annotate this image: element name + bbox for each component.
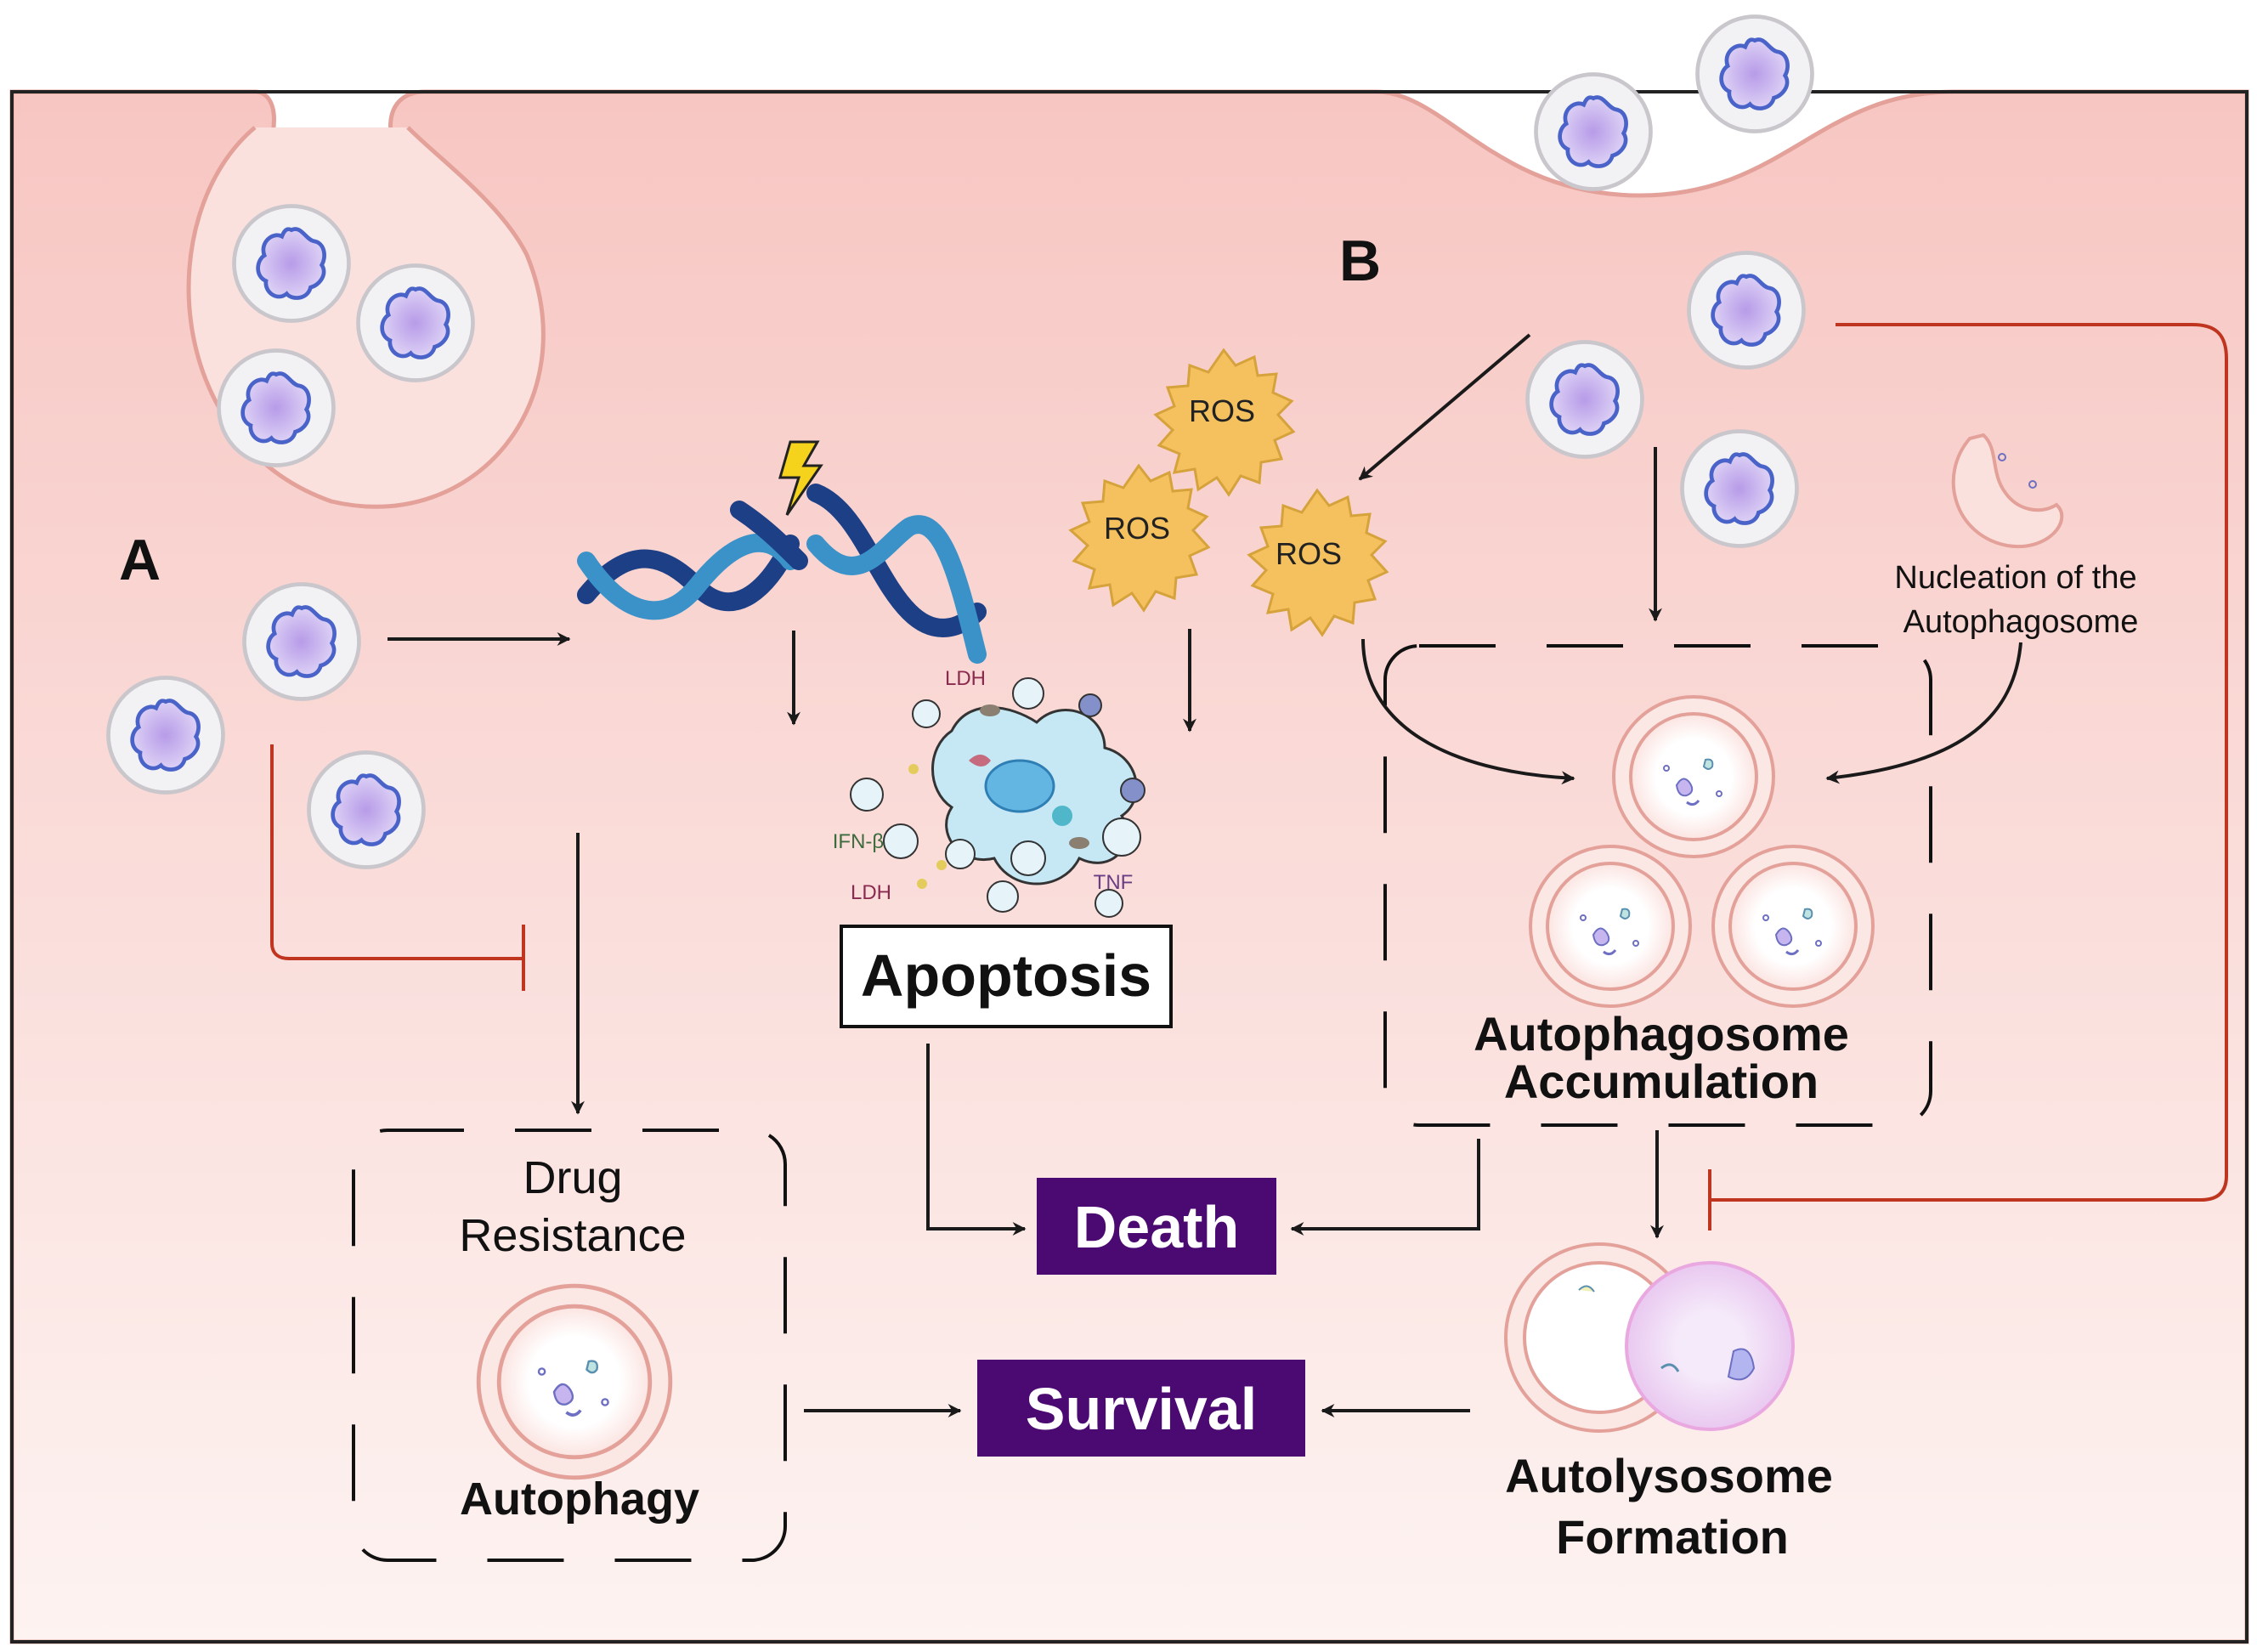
ldh-label: LDH <box>851 881 891 904</box>
exosome <box>1689 253 1804 368</box>
cargo-dot <box>2028 480 2037 489</box>
exosome <box>1683 432 1797 546</box>
accumulation-label: Accumulation <box>1504 1055 1819 1108</box>
apoptosis-box <box>840 925 1173 1028</box>
accumulation-label: Autophagosome <box>1474 1007 1849 1061</box>
autolysosome <box>1504 1242 1795 1433</box>
exosome <box>309 753 424 868</box>
exosome <box>235 206 349 321</box>
arrow-accumulation-to-death <box>1290 1139 1480 1236</box>
drug-resistance-label: Resistance <box>459 1210 686 1261</box>
exosome <box>1698 17 1813 132</box>
ldh-label: LDH <box>945 667 986 690</box>
panel-label-b: B <box>1339 229 1381 293</box>
death-box <box>1037 1178 1276 1275</box>
ifn-beta-label: IFN-β <box>833 830 884 853</box>
arrow-ros-to-autophagosome <box>1361 638 1575 785</box>
ros-label: ROS <box>1104 511 1170 546</box>
dna-double-helix <box>577 484 987 664</box>
exosome <box>245 585 359 699</box>
nucleation-label: Nucleation of the <box>1894 560 2136 596</box>
arrow-apoptosis-to-death <box>926 1044 1027 1236</box>
exosome <box>359 266 473 381</box>
arrow-nucleation-to-autophagosome <box>1825 642 2022 784</box>
inhibition-exosome-to-autophagy <box>270 744 523 960</box>
autophagy-vesicle <box>478 1286 670 1478</box>
autophagy-label: Autophagy <box>460 1474 699 1525</box>
inhibition-lines <box>270 323 2228 1231</box>
survival-label: Survival <box>1026 1376 1257 1442</box>
inhibition-exosome-to-autolysosome <box>1710 323 2228 1202</box>
arrow-b-exosome-to-ros <box>1358 333 1531 481</box>
exosome <box>109 678 223 793</box>
cargo-dot <box>1998 453 2006 461</box>
autophagosome <box>1612 695 1775 858</box>
exosome <box>1528 342 1643 457</box>
lightning-bolt-icon <box>778 440 823 516</box>
death-label: Death <box>1074 1194 1239 1260</box>
phagophore-icon <box>1951 433 2064 549</box>
ros-label: ROS <box>1189 393 1255 428</box>
autophagosome-accumulation-box <box>1383 644 1932 1127</box>
apoptotic-cell <box>850 677 1145 918</box>
outer-frame <box>10 90 2249 1644</box>
ros-label: ROS <box>1276 536 1342 571</box>
panel-label-a: A <box>119 528 161 592</box>
nucleation-label: Autophagosome <box>1903 604 2139 640</box>
exosome <box>1536 75 1651 190</box>
autophagosome <box>1529 845 1692 1008</box>
exosome <box>219 351 334 466</box>
autolysosome-label: Autolysosome <box>1505 1449 1833 1502</box>
tnf-label: TNF <box>1094 871 1134 894</box>
drug-resistance-box <box>352 1129 787 1562</box>
survival-box <box>977 1360 1305 1457</box>
drug-resistance-label: Drug <box>523 1152 622 1203</box>
apoptosis-label: Apoptosis <box>861 942 1151 1009</box>
autolysosome-label: Formation <box>1556 1510 1789 1564</box>
autophagosome <box>1711 845 1875 1008</box>
pathway-arrows <box>387 333 2022 1417</box>
